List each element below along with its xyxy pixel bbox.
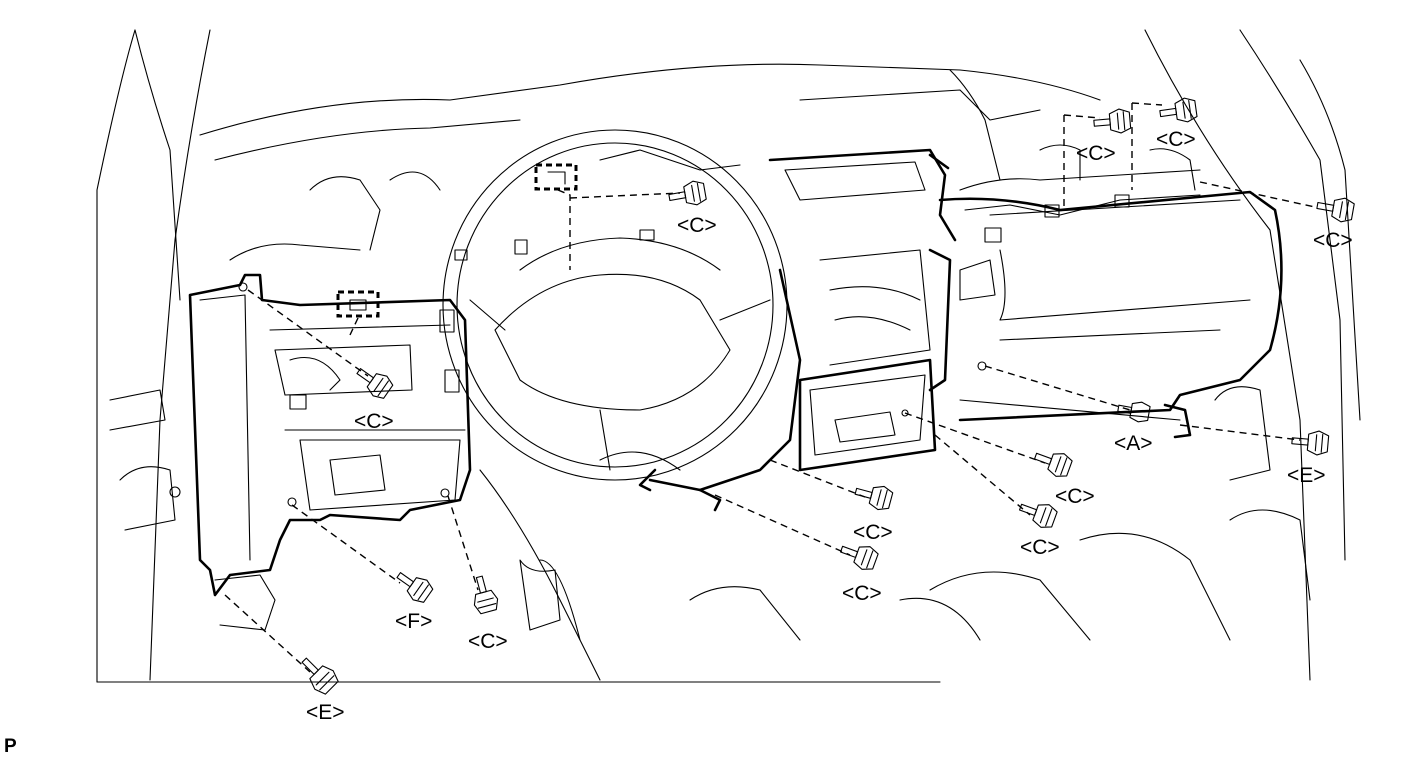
callout-label: <C> — [1313, 229, 1353, 252]
bolt-icon — [356, 368, 394, 399]
bolt-icon — [1291, 430, 1330, 456]
callout-label: <C> — [354, 410, 394, 433]
instrument-panel-right — [648, 148, 1283, 492]
steering-wheel — [442, 129, 788, 481]
claw-symbol-upper — [547, 171, 566, 185]
callout-label: <F> — [395, 610, 432, 633]
callout-label: <C> — [1156, 128, 1196, 151]
bolt-icon — [1117, 401, 1151, 423]
claw-box-left — [336, 290, 380, 318]
callout-label: <C> — [1055, 485, 1095, 508]
dash-reinforcement — [959, 144, 1201, 243]
claw-box-upper — [534, 163, 578, 191]
vehicle-body-outline — [96, 29, 1361, 683]
callout-label: <C> — [1020, 536, 1060, 559]
bolts — [301, 97, 1355, 695]
bolt-icon — [1316, 197, 1355, 223]
bolt-icon — [301, 657, 339, 695]
callout-label: <A> — [1114, 432, 1153, 455]
bolt-icon — [1093, 108, 1132, 134]
bolt-icon — [1018, 503, 1058, 528]
bolt-icon — [839, 545, 879, 570]
callout-labels: <C> <C> <C> <C> <C> <A> <E> <C> <C> <C> … — [306, 128, 1353, 724]
claw-symbol-left — [349, 299, 367, 311]
figure-code: P — [4, 736, 17, 757]
bolt-icon — [668, 180, 707, 206]
bolt-icon — [473, 575, 499, 615]
bolt-icon — [1159, 97, 1198, 123]
callout-label: <E> — [306, 701, 345, 724]
bolt-icon — [1033, 452, 1073, 477]
callout-label: <C> — [677, 214, 717, 237]
callout-label: <E> — [1287, 464, 1326, 487]
leader-lines — [224, 102, 1316, 673]
bolt-icon — [854, 485, 894, 511]
bolt-icon — [396, 572, 434, 603]
callout-label: <C> — [853, 521, 893, 544]
callout-label: <C> — [1076, 142, 1116, 165]
callout-label: <C> — [842, 582, 882, 605]
callout-label: <C> — [468, 630, 508, 653]
lower-panel-left — [188, 273, 722, 631]
